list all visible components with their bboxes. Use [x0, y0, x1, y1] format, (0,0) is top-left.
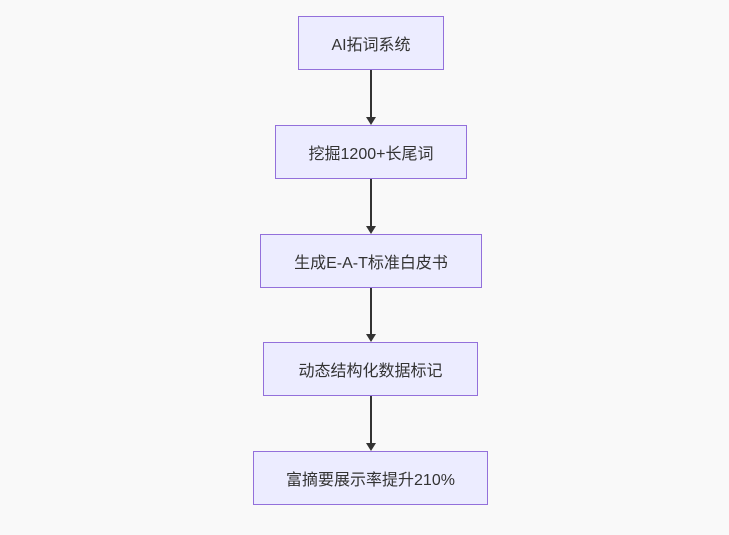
flow-node-rich-snippet-result: 富摘要展示率提升210%	[253, 451, 488, 505]
arrowhead-down-icon	[366, 443, 376, 451]
flow-node-eat-whitepaper: 生成E-A-T标准白皮书	[260, 234, 482, 288]
arrow-line	[370, 288, 372, 335]
arrow-3	[366, 288, 376, 342]
flow-node-label: 富摘要展示率提升210%	[286, 472, 455, 489]
flow-node-longtail-mining: 挖掘1200+长尾词	[275, 125, 467, 179]
arrowhead-down-icon	[366, 226, 376, 234]
flow-node-label: 挖掘1200+长尾词	[308, 146, 434, 163]
arrow-line	[370, 179, 372, 227]
flow-node-label: AI拓词系统	[331, 37, 411, 54]
arrow-1	[366, 70, 376, 125]
flow-node-label: 生成E-A-T标准白皮书	[294, 255, 448, 272]
arrow-line	[370, 396, 372, 444]
flow-node-label: 动态结构化数据标记	[298, 363, 443, 380]
arrowhead-down-icon	[366, 117, 376, 125]
flow-node-structured-data: 动态结构化数据标记	[263, 342, 478, 396]
arrowhead-down-icon	[366, 334, 376, 342]
arrow-4	[366, 396, 376, 451]
flow-node-ai-word-system: AI拓词系统	[298, 16, 444, 70]
arrow-2	[366, 179, 376, 234]
arrow-line	[370, 70, 372, 118]
